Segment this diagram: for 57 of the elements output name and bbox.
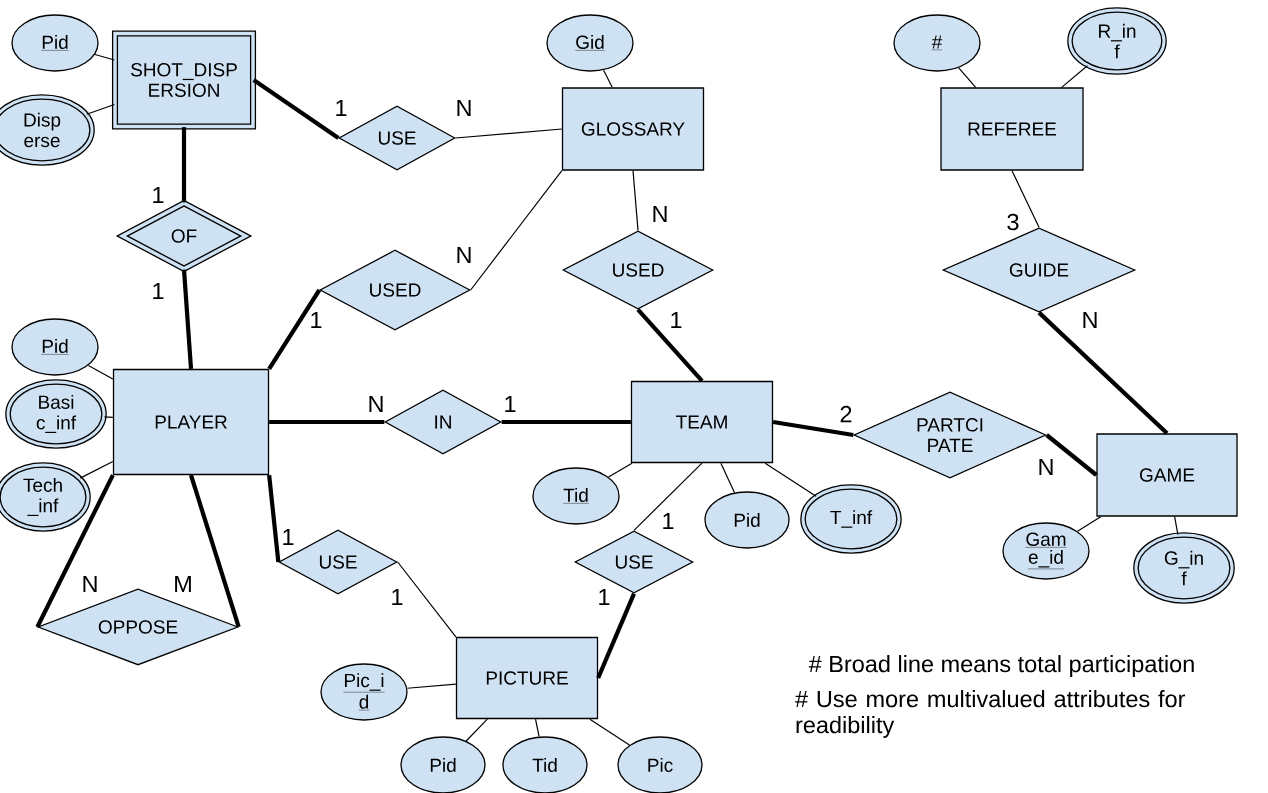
- entity-box: PICTURE: [455, 636, 599, 720]
- connector-line: [596, 592, 636, 679]
- connector-line: [189, 474, 241, 628]
- connector-line: [86, 103, 115, 115]
- connector-line: [1061, 65, 1088, 88]
- weak-entity-box: SHOT_DISP ERSION: [111, 30, 257, 130]
- cardinality-label: N: [454, 98, 474, 118]
- connector-line: [470, 170, 563, 291]
- connector-line: [636, 308, 704, 383]
- connector-line: [267, 288, 322, 370]
- note-text: # Use more multivalued attributes for readibility: [795, 690, 1186, 738]
- note-text: # Broad line means total participation: [808, 655, 1194, 677]
- connector-line: [87, 364, 114, 380]
- cardinality-label: 1: [150, 281, 166, 301]
- entity-box: PLAYER: [112, 368, 270, 476]
- connector-line: [1037, 311, 1169, 435]
- connector-line: [1076, 516, 1102, 532]
- cardinality-label: 1: [660, 511, 676, 531]
- connector-line: [633, 462, 703, 531]
- connector-line: [252, 78, 340, 140]
- connector-line: [632, 170, 639, 231]
- entity-box: GLOSSARY: [561, 87, 705, 171]
- connector-line: [465, 718, 488, 742]
- connector-line: [958, 67, 977, 88]
- connector-line: [501, 419, 631, 425]
- entity-box: TEAM: [630, 380, 774, 464]
- connector-line: [181, 269, 194, 369]
- cardinality-label: N: [1080, 310, 1100, 330]
- entity-box: REFEREE: [940, 87, 1084, 171]
- connector-line: [94, 53, 115, 61]
- connector-line: [603, 69, 613, 88]
- connector-line: [455, 128, 563, 139]
- entity-box: GAME: [1096, 433, 1238, 517]
- cardinality-label: N: [650, 204, 670, 224]
- cardinality-label: 1: [668, 310, 684, 330]
- cardinality-label: 1: [308, 310, 324, 330]
- cardinality-label: 1: [280, 527, 296, 547]
- connector-line: [1045, 433, 1098, 477]
- connector-line: [764, 462, 817, 497]
- connector-line: [269, 419, 385, 425]
- cardinality-label: N: [366, 394, 386, 414]
- connector-line: [181, 127, 187, 203]
- connector-line: [1174, 516, 1179, 536]
- connector-line: [720, 462, 736, 494]
- connector-line: [406, 683, 457, 689]
- connector-line: [607, 462, 633, 478]
- connector-line: [103, 416, 114, 418]
- connector-line: [35, 474, 115, 628]
- connector-line: [1011, 170, 1040, 228]
- connector-line: [397, 561, 457, 638]
- connector-line: [534, 718, 540, 738]
- connector-line: [79, 460, 114, 479]
- connector-line: [772, 419, 854, 438]
- cardinality-label: 1: [502, 394, 518, 414]
- connector-line: [267, 474, 281, 563]
- connector-line: [589, 718, 631, 746]
- cardinality-label: 2: [838, 404, 854, 424]
